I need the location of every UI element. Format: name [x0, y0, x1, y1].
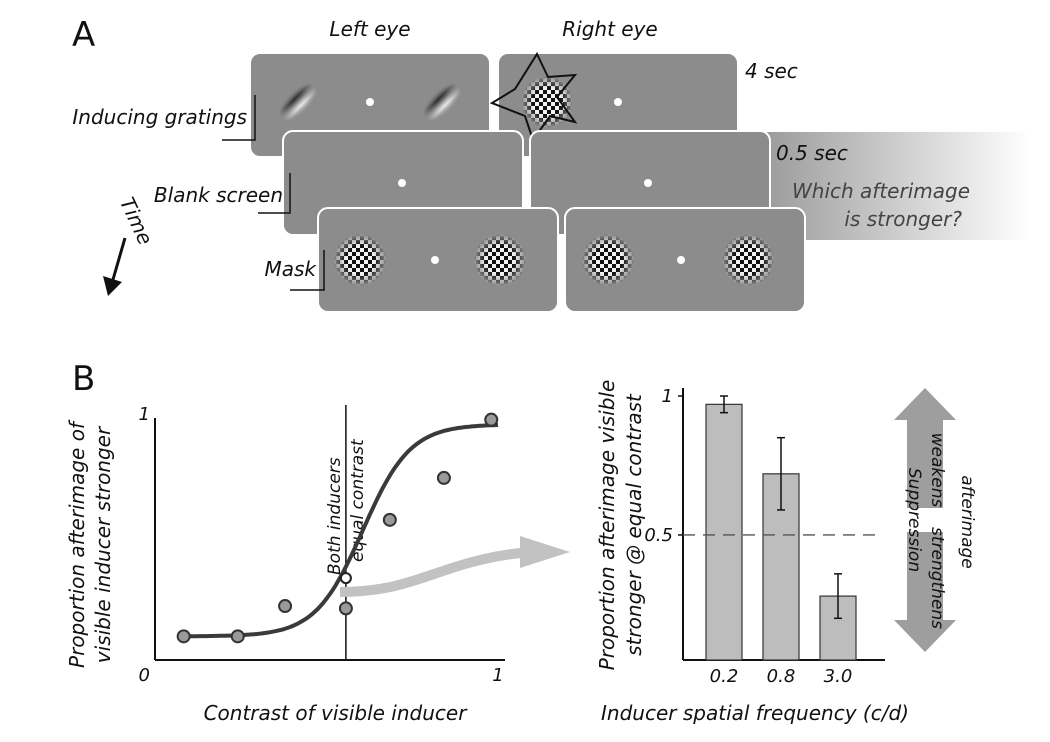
time-label: Time — [115, 194, 158, 249]
weakens-arrow-icon — [894, 388, 956, 508]
annotation-line1: Both inducers — [325, 457, 345, 575]
left-x-label: Contrast of visible inducer — [204, 701, 469, 725]
bracket-line — [290, 250, 325, 291]
data-point-3 — [278, 599, 293, 614]
question-line-1: Which afterimage — [792, 179, 970, 203]
time-arrow-head-icon — [103, 276, 122, 296]
afterimage-label: afterimage — [957, 475, 977, 568]
bar-0.2 — [705, 403, 743, 661]
time-arrow-shaft — [110, 237, 127, 284]
right-y-tick-label-2: 0.5 — [644, 525, 673, 546]
fixation-dot — [431, 256, 439, 264]
left-y-tick-1: 1 — [139, 404, 150, 425]
data-point-4 — [338, 601, 353, 616]
right-plot: Inducer spatial frequency (c/d) Proporti… — [595, 380, 909, 725]
fixation-dot — [614, 98, 622, 106]
panel-a-letter: A — [72, 15, 95, 55]
inducing-gratings-label: Inducing gratings — [72, 105, 247, 129]
x-tick-label-0.8: 0.8 — [767, 666, 796, 687]
bracket-line — [222, 95, 256, 141]
right-y-label-line2: stronger @ equal contrast — [622, 393, 646, 656]
fixation-dot — [398, 179, 406, 187]
right-y-label-line1: Proportion afterimage visible — [595, 380, 619, 671]
transition-arrow-head-icon — [520, 536, 570, 568]
left-y-label-line2: visible inducer stronger — [91, 425, 115, 663]
strengthens-arrow-icon — [894, 532, 956, 652]
x-tick-label-0.2: 0.2 — [710, 666, 739, 687]
mask-label: Mask — [264, 257, 317, 281]
transition-arrow-shaft — [339, 547, 531, 597]
weakens-label: weakens — [927, 433, 947, 508]
left-eye-label: Left eye — [329, 17, 410, 41]
left-x-tick-0: 0 — [139, 665, 150, 686]
x-tick-label-3.0: 3.0 — [824, 666, 853, 687]
fixation-dot — [677, 256, 685, 264]
duration-4sec: 4 sec — [745, 59, 798, 83]
data-point-7 — [484, 412, 499, 427]
strengthens-label: strengthens — [927, 527, 947, 629]
data-point-6 — [436, 470, 451, 485]
left-plot: 1 0 1 Contrast of visible inducer Propor… — [65, 404, 505, 725]
checker-mask-1 — [334, 234, 386, 286]
left-x-tick-1: 1 — [492, 665, 503, 686]
duration-05sec: 0.5 sec — [776, 141, 848, 165]
data-point-5 — [382, 512, 397, 527]
data-point-2 — [230, 629, 245, 644]
panel-b-letter: B — [72, 359, 95, 399]
bracket-line — [258, 173, 291, 214]
star-suppression-icon — [489, 51, 578, 143]
right-y-tick-label-1: 1 — [662, 386, 673, 407]
left-y-label-line1: Proportion afterimage of — [65, 419, 89, 668]
right-x-label: Inducer spatial frequency (c/d) — [601, 701, 909, 725]
checker-mask-4 — [722, 234, 774, 286]
fixation-dot — [644, 179, 652, 187]
suppression-label: Suppression — [904, 468, 924, 572]
equal-contrast-point — [339, 572, 352, 585]
data-point-1 — [176, 629, 191, 644]
checker-mask-2 — [474, 234, 526, 286]
fixation-dot — [366, 98, 374, 106]
blank-screen-label: Blank screen — [154, 183, 283, 207]
right-eye-label: Right eye — [562, 17, 657, 41]
checker-mask-3 — [582, 234, 634, 286]
question-line-2: is stronger? — [844, 207, 962, 231]
